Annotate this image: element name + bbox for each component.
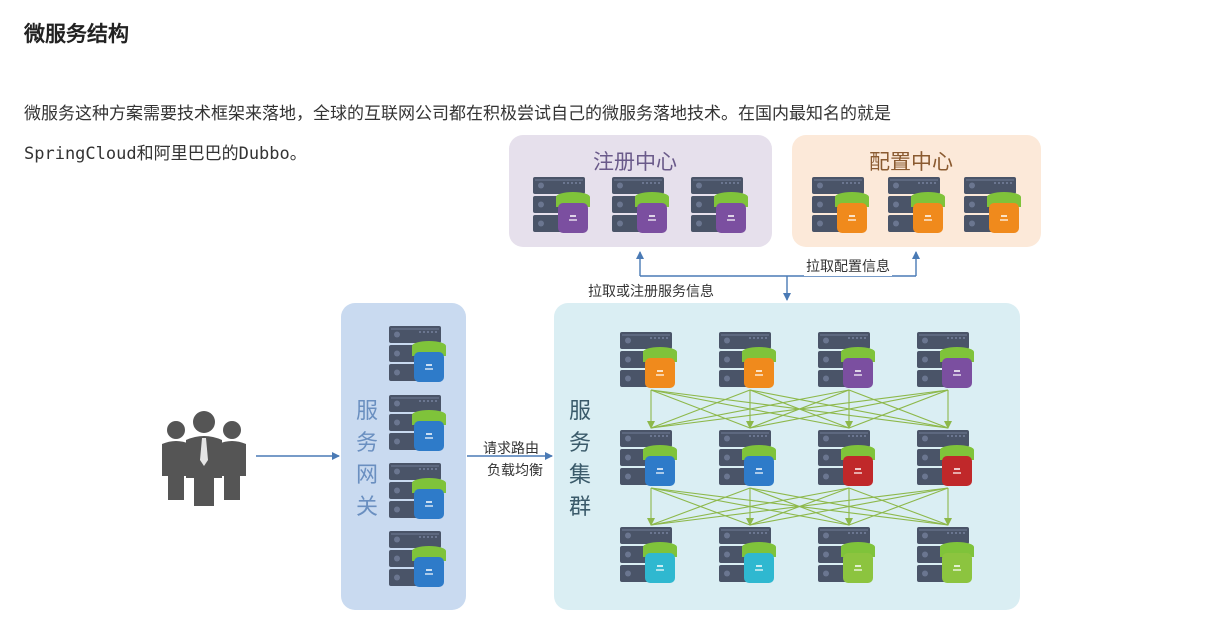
route-label-line-1: 请求路由 [483,441,539,457]
page-heading: 微服务结构 [24,22,129,46]
cluster-server-r1-c1 [620,332,678,390]
cluster-server-r1-c4 [917,332,975,390]
config-server-3 [964,177,1022,235]
cluster-server-r3-c1 [620,527,678,585]
gateway-server-3 [389,463,447,521]
registry-server-2 [612,177,670,235]
cluster-server-r3-c2 [719,527,777,585]
gateway-title: 服务网关 [355,399,378,520]
config-server-1 [812,177,870,235]
cluster-server-r2-c2 [719,430,777,488]
gateway-server-4 [389,531,447,589]
gateway-server-1 [389,326,447,384]
registry-server-3 [691,177,749,235]
cluster-server-r3-c4 [917,527,975,585]
registry-server-1 [533,177,591,235]
cluster-server-r1-c3 [818,332,876,390]
cluster-server-r2-c4 [917,430,975,488]
gateway-server-2 [389,395,447,453]
intro-paragraph: 微服务这种方案需要技术框架来落地，全球的互联网公司都在积极尝试自己的微服务落地技… [24,94,1124,174]
route-label-line-2: 负载均衡 [487,463,543,479]
config-server-2 [888,177,946,235]
registry-center-title: 注册中心 [593,150,677,174]
cluster-server-r3-c3 [818,527,876,585]
pull-config-label: 拉取配置信息 [804,256,892,276]
users-group-icon [162,411,246,506]
service-cluster-title: 服务集群 [568,399,591,520]
cluster-server-r1-c2 [719,332,777,390]
cluster-server-r2-c1 [620,430,678,488]
intro-line-2: SpringCloud和阿里巴巴的Dubbo。 [24,144,307,164]
intro-line-1: 微服务这种方案需要技术框架来落地，全球的互联网公司都在积极尝试自己的微服务落地技… [24,104,891,124]
pull-or-register-label: 拉取或注册服务信息 [588,284,714,300]
cluster-server-r2-c3 [818,430,876,488]
config-center-title: 配置中心 [869,150,953,174]
